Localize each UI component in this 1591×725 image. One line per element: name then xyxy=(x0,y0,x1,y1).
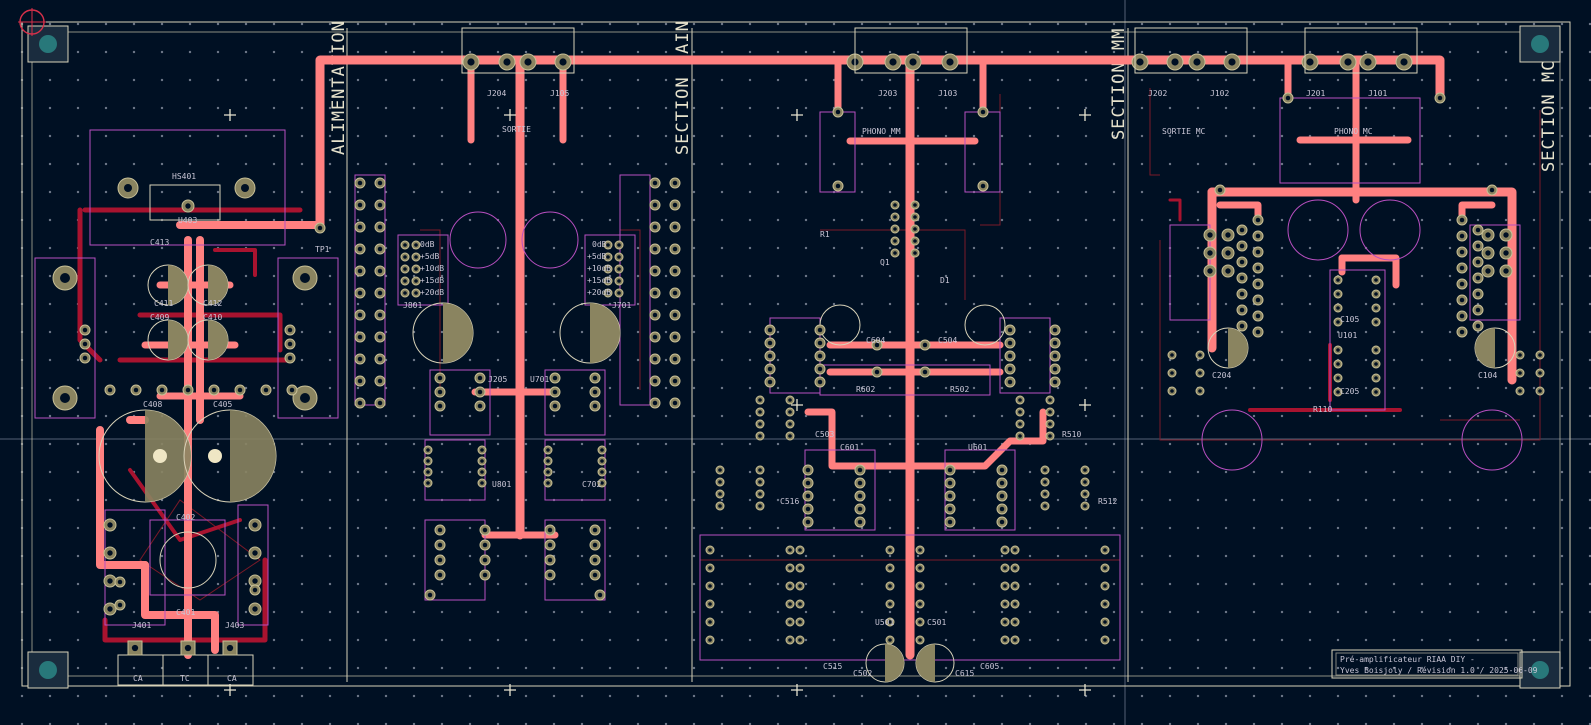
ref-r1: R1 xyxy=(820,230,830,239)
ref-c616: C601 xyxy=(840,443,859,452)
ref-c403: C402 xyxy=(176,513,195,522)
ref-c410: C410 xyxy=(203,313,222,322)
ref-c503: R502 xyxy=(950,385,969,394)
section-label-alimentation: ALIMENTATION xyxy=(329,20,349,155)
ref-hs401: HS401 xyxy=(172,172,196,181)
title-line-2: Yves Boisjoly / Révision 1.0 / 2025-06-0… xyxy=(1340,665,1538,675)
ref-j102: J102 xyxy=(1210,89,1229,98)
ref-j204: J204 xyxy=(487,89,506,98)
svg-text:0dB: 0dB xyxy=(420,240,435,249)
svg-text:+5dB: +5dB xyxy=(587,252,606,261)
label-sortie: SORTIE xyxy=(502,125,531,134)
ref-j104: J105 xyxy=(550,89,569,98)
ref-c408: C405 xyxy=(213,400,232,409)
ref-c201: U101 xyxy=(1338,331,1357,340)
gain-db-labels-right: 0dB +5dB +10dB +15dB +20dB xyxy=(587,240,611,297)
ref-q1: Q1 xyxy=(880,258,890,267)
ref-r502: C504 xyxy=(938,336,957,345)
gain-db-labels-left: 0dB +5dB +10dB +15dB +20dB xyxy=(420,240,444,297)
components-large xyxy=(52,177,1523,683)
ref-j203: J203 xyxy=(878,89,897,98)
ref-c413: C413 xyxy=(150,238,169,247)
title-line-1: Pré-amplificateur RIAA DIY - xyxy=(1340,654,1475,664)
ref-j205: J205 xyxy=(488,375,507,384)
fp-hs401 xyxy=(89,129,286,246)
footprint-outlines xyxy=(34,97,1521,686)
ref-d1: D1 xyxy=(940,276,950,285)
ref-u801: U801 xyxy=(492,480,511,489)
svg-text:+20dB: +20dB xyxy=(587,288,611,297)
ref-j201: J201 xyxy=(1306,89,1325,98)
label-phono-mc: PHONO MC xyxy=(1334,127,1373,136)
through-hole-pads xyxy=(79,53,1545,656)
ref-c516: U601 xyxy=(968,443,987,452)
svg-text:0dB: 0dB xyxy=(592,240,607,249)
label-phono-mm: PHONO MM xyxy=(862,127,901,136)
ref-c505: C615 xyxy=(955,669,974,678)
ref-c515: C501 xyxy=(927,618,946,627)
label-j403: J403 xyxy=(225,621,244,630)
ref-c412: C412 xyxy=(203,299,222,308)
connector-pads xyxy=(461,27,1418,74)
svg-text:+15dB: +15dB xyxy=(420,276,444,285)
svg-text:+15dB: +15dB xyxy=(587,276,611,285)
ref-c605: C502 xyxy=(853,669,872,678)
label-sortie-mc: SORTIE MC xyxy=(1162,127,1206,136)
ref-u701: C702 xyxy=(582,480,601,489)
label-tc: TC xyxy=(180,674,190,683)
ref-j105: U701 xyxy=(530,375,549,384)
ref-u102: C105 xyxy=(1340,315,1359,324)
board-inner-outline xyxy=(31,31,1561,677)
ref-c101: R110 xyxy=(1313,405,1332,414)
ref-c603: R602 xyxy=(856,385,875,394)
title-block: Pré-amplificateur RIAA DIY - Yves Boisjo… xyxy=(1331,649,1538,679)
ref-c615: U501 xyxy=(875,618,894,627)
ref-j101: J101 xyxy=(1368,89,1387,98)
section-label-mm: SECTION MM xyxy=(1109,28,1129,140)
ref-c104: C104 xyxy=(1478,371,1497,380)
front-layer-tracks xyxy=(96,55,1517,660)
ref-c402: C401 xyxy=(176,608,195,617)
ref-u602: C516 xyxy=(780,497,799,506)
mounting-holes xyxy=(18,8,1561,689)
ref-j202: J202 xyxy=(1148,89,1167,98)
ref-r602: C604 xyxy=(866,336,885,345)
board-outline xyxy=(21,21,1571,687)
ref-j701: J701 xyxy=(612,301,631,310)
section-label-gain: SECTION GAIN xyxy=(673,20,693,155)
section-label-mc: SECTION MC xyxy=(1539,60,1559,172)
ref-u101: C205 xyxy=(1340,387,1359,396)
svg-text:+10dB: +10dB xyxy=(587,264,611,273)
label-ca-left: CA xyxy=(133,674,143,683)
ref-u502: R512 xyxy=(1098,497,1117,506)
ref-j103: J103 xyxy=(938,89,957,98)
ref-c411: C411 xyxy=(154,299,173,308)
label-tp1: TP1 xyxy=(315,245,330,254)
ref-j801: J801 xyxy=(403,301,422,310)
svg-text:+5dB: +5dB xyxy=(420,252,439,261)
ref-c407: C408 xyxy=(143,400,162,409)
ref-u501: R510 xyxy=(1062,430,1081,439)
ref-u403: U403 xyxy=(178,216,197,225)
grid-origin-markers xyxy=(224,109,1091,696)
ref-r608: C515 xyxy=(823,662,842,671)
ref-r508: C605 xyxy=(980,662,999,671)
svg-text:+10dB: +10dB xyxy=(420,264,444,273)
svg-text:+20dB: +20dB xyxy=(420,288,444,297)
label-ca-right: CA xyxy=(227,674,237,683)
ref-c204: C204 xyxy=(1212,371,1231,380)
label-j401: J401 xyxy=(132,621,151,630)
ref-c409: C409 xyxy=(150,313,169,322)
ref-u601: C503 xyxy=(815,430,834,439)
